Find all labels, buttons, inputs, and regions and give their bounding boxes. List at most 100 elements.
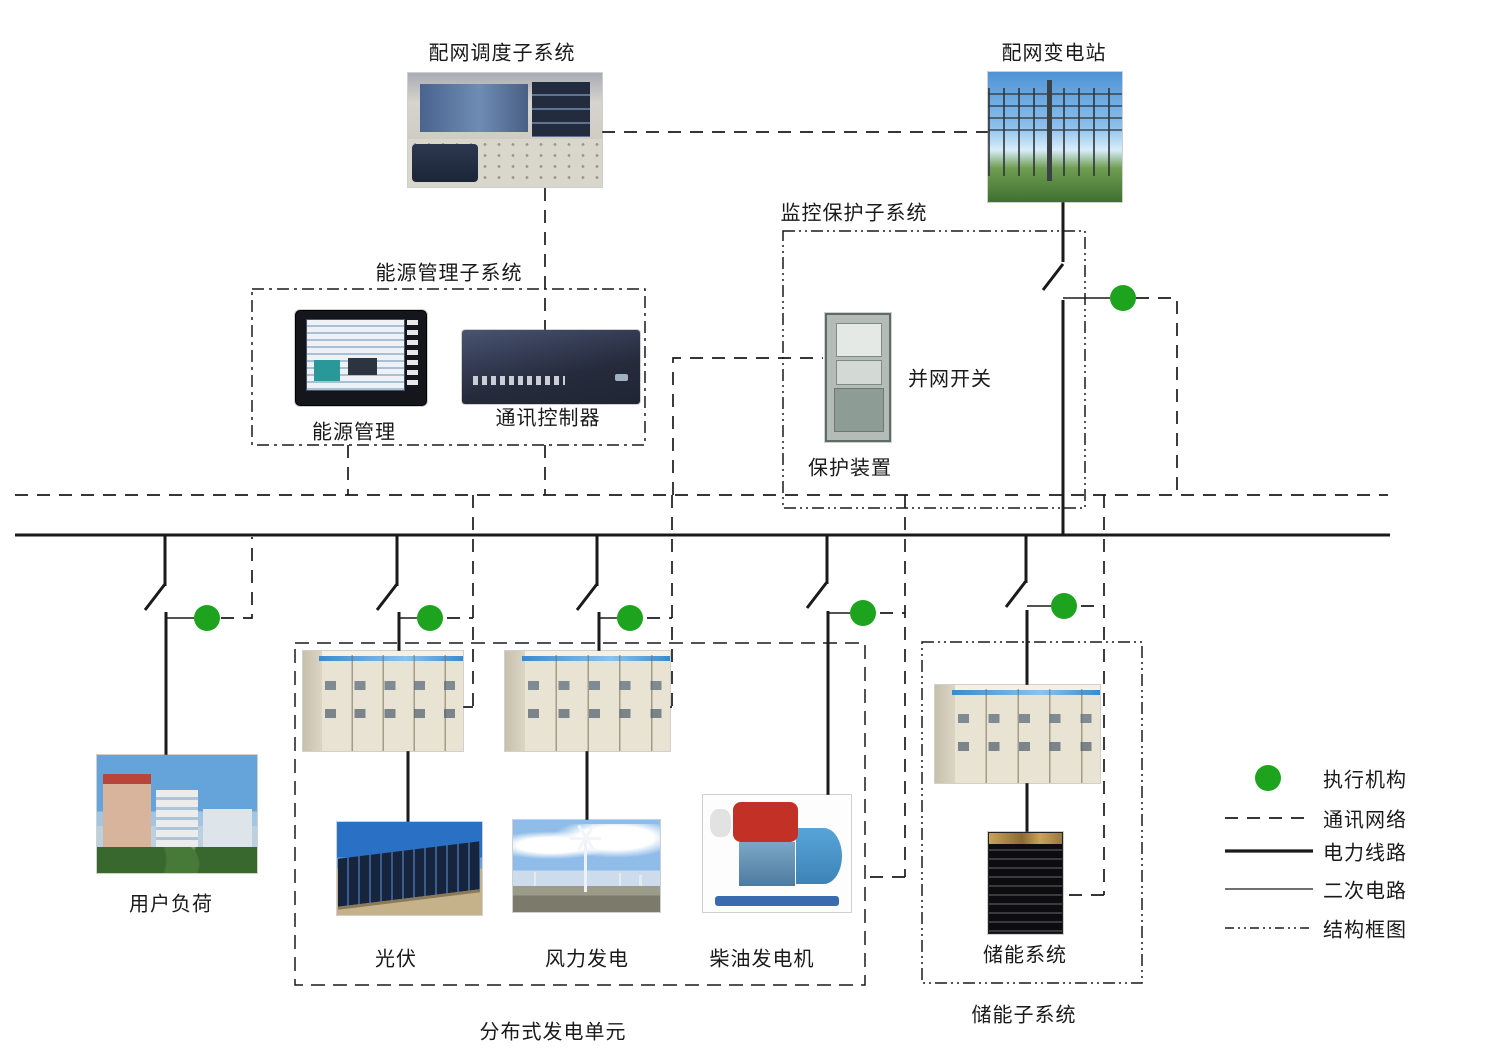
energy-management-device-photo	[295, 310, 427, 406]
legend-label-frame-box: 结构框图	[1323, 917, 1407, 942]
power-tap-wind	[575, 535, 601, 820]
grid-switch-label: 并网开关	[908, 366, 992, 391]
photo-detail	[988, 92, 1122, 132]
comm-stubs-ems-to-bus	[347, 445, 546, 495]
photo-detail	[322, 655, 463, 751]
comm-link-grid-switch-dot	[1136, 297, 1178, 493]
photo-detail	[472, 375, 566, 386]
photo-detail	[348, 358, 377, 375]
storage-system-label: 储能系统	[983, 942, 1067, 967]
photo-detail	[97, 847, 257, 873]
protection-device-photo	[825, 313, 891, 442]
photo-detail	[303, 651, 323, 751]
legend-symbols	[1225, 765, 1313, 929]
photo-detail	[570, 837, 602, 841]
diesel-label: 柴油发电机	[709, 946, 815, 971]
substation-photo	[988, 72, 1122, 202]
ems-box-label: 能源管理子系统	[375, 260, 523, 285]
ems-device-label: 能源管理	[312, 419, 396, 444]
comm-link-user-load	[221, 537, 253, 619]
photo-detail	[958, 741, 1097, 751]
photo-detail	[834, 387, 884, 432]
comm-link-bus-to-protection	[672, 357, 823, 495]
power-lines	[15, 202, 1390, 832]
photo-detail	[505, 651, 525, 751]
pv-label: 光伏	[375, 946, 417, 971]
power-tap-grid-switch	[1041, 202, 1065, 535]
comm-link-pv	[447, 495, 474, 708]
photo-detail	[954, 688, 1100, 783]
actuator-dot-diesel	[850, 600, 876, 626]
storage-box-label: 储能子系统	[971, 1002, 1077, 1027]
photo-detail	[524, 655, 670, 751]
photo-detail	[714, 895, 840, 907]
secondary-circuit-lines	[166, 297, 1110, 619]
photo-detail	[796, 827, 843, 884]
photo-detail	[639, 875, 642, 887]
comm-link-storage	[1061, 495, 1105, 896]
photo-detail	[583, 838, 588, 892]
photo-detail	[710, 809, 732, 838]
wind-label: 风力发电	[545, 946, 629, 971]
photo-detail	[738, 841, 795, 887]
photo-detail	[533, 871, 536, 887]
photo-detail	[935, 685, 955, 783]
storage-switchgear-photo	[935, 685, 1100, 783]
photo-detail	[615, 374, 628, 382]
actuator-dot-storage	[1051, 593, 1077, 619]
legend-label-actuator: 执行机构	[1323, 767, 1407, 792]
photo-detail	[338, 841, 481, 910]
wind-switchgear-photo	[505, 651, 670, 751]
pv-switchgear-photo	[303, 651, 463, 751]
photo-detail	[325, 681, 460, 690]
dg-box-label: 分布式发电单元	[479, 1019, 627, 1044]
power-tap-user-load	[143, 535, 168, 755]
photo-detail	[835, 360, 883, 385]
photo-detail	[989, 833, 1062, 844]
protection-box-label: 监控保护子系统	[780, 200, 928, 225]
dg-box-frame	[294, 642, 866, 986]
photo-detail	[419, 84, 529, 133]
photo-detail	[528, 681, 667, 690]
diesel-generator-photo	[703, 795, 851, 912]
wind-turbine-photo	[513, 820, 660, 912]
user-load-label: 用户负荷	[129, 891, 213, 916]
substation-label: 配网变电站	[1001, 40, 1107, 65]
legend-label-comm-network: 通讯网络	[1323, 807, 1407, 832]
photo-detail	[732, 802, 798, 842]
ems-box-frame	[251, 288, 646, 446]
protection-box-frame	[782, 230, 1086, 509]
photo-detail	[958, 714, 1097, 724]
photo-detail	[1046, 79, 1053, 182]
comm-controller-photo	[462, 330, 640, 404]
photo-detail	[314, 359, 341, 381]
photo-detail	[325, 709, 460, 718]
frame-boxes	[251, 230, 1143, 986]
actuator-dots	[194, 285, 1136, 631]
photo-detail	[103, 773, 152, 859]
pv-panels-photo	[337, 822, 482, 915]
protection-device-label: 保护装置	[808, 455, 892, 480]
legend-actuator-dot	[1255, 765, 1281, 791]
power-tap-storage	[1004, 535, 1029, 832]
power-tap-diesel	[805, 535, 830, 795]
photo-detail	[618, 873, 622, 887]
comm-link-diesel	[865, 495, 906, 878]
actuator-dot-wind	[617, 605, 643, 631]
dispatch-subsystem-label: 配网调度子系统	[428, 40, 576, 65]
actuator-dot-user-load	[194, 605, 220, 631]
photo-detail	[532, 82, 591, 137]
photo-detail	[411, 143, 478, 183]
comm-controller-label: 通讯控制器	[495, 405, 601, 430]
power-tap-pv	[375, 535, 410, 822]
photo-detail	[528, 709, 667, 718]
photo-detail	[835, 322, 883, 357]
legend-label-power-line: 电力线路	[1323, 840, 1407, 865]
dispatch-center-photo	[408, 73, 602, 187]
actuator-dot-pv	[417, 605, 443, 631]
actuator-dot-grid-switch	[1110, 285, 1136, 311]
photo-detail	[406, 320, 419, 389]
user-load-photo	[97, 755, 257, 873]
